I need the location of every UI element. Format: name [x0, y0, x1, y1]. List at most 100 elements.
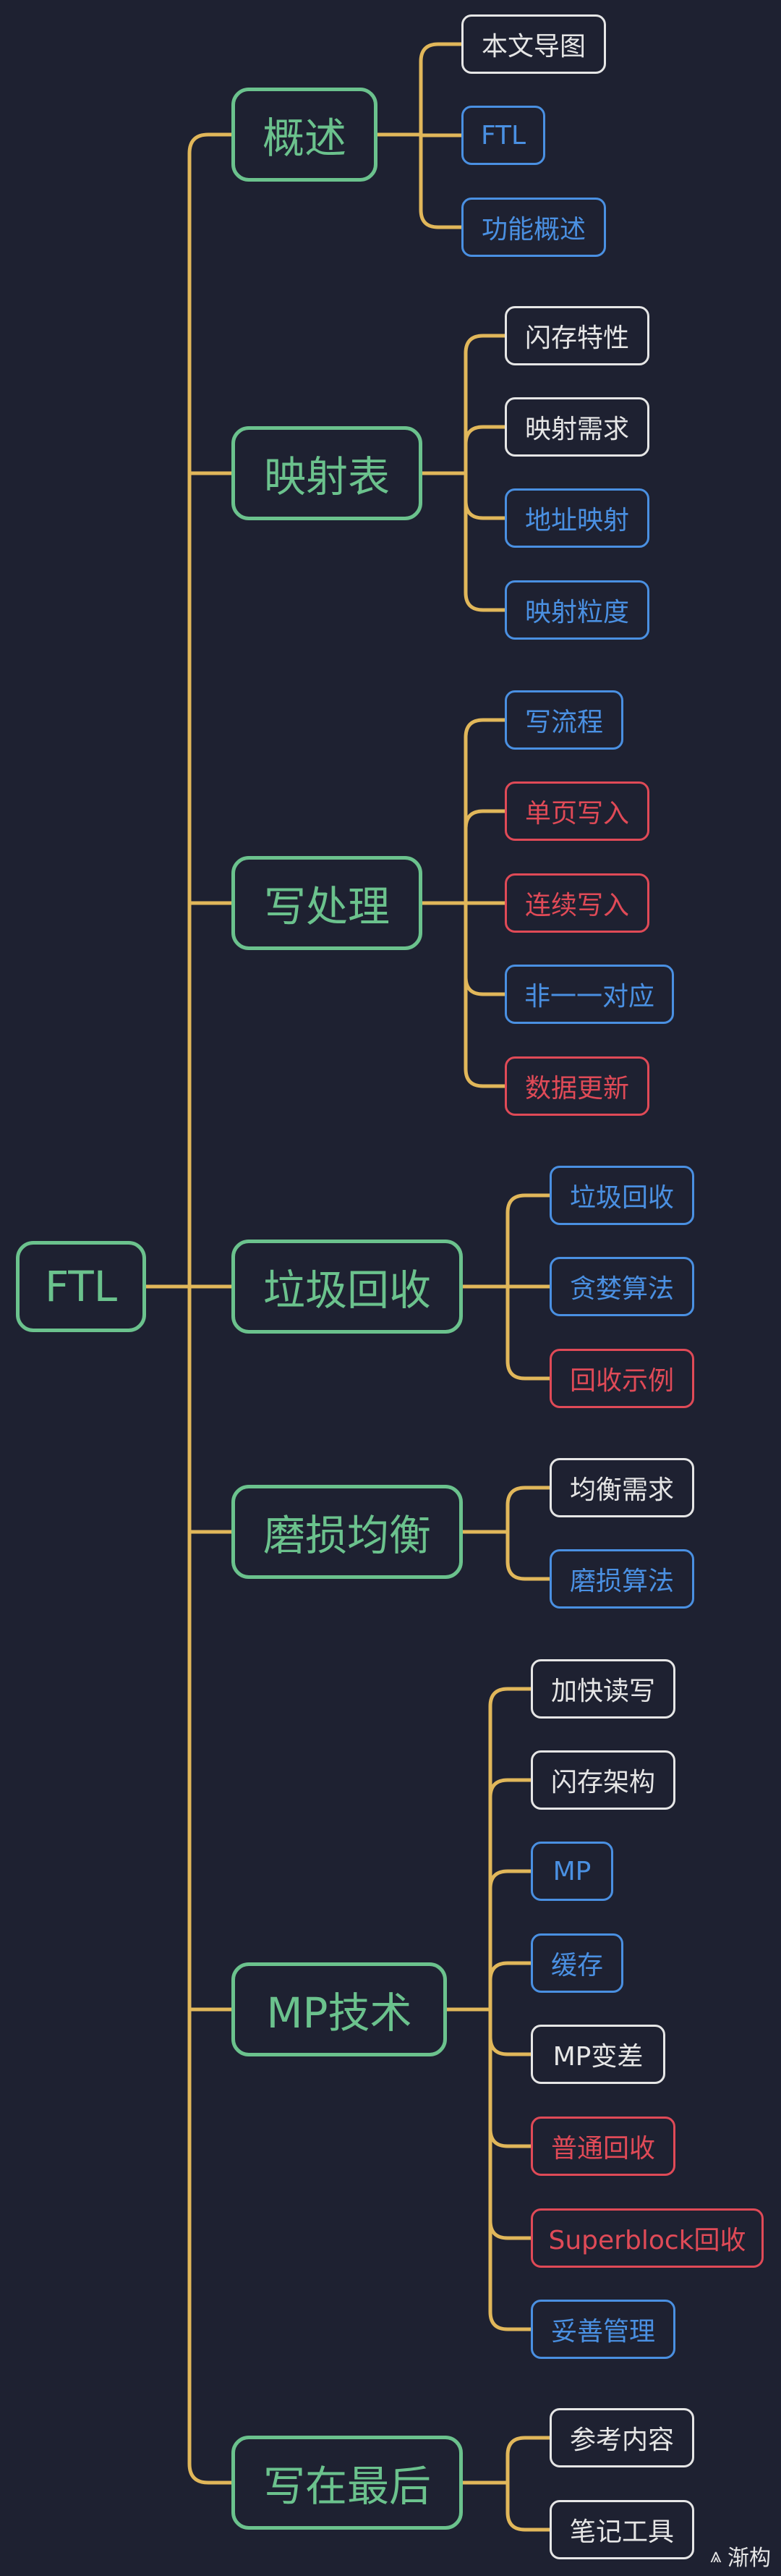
leaf-node[interactable]: 贪婪算法 — [550, 1257, 694, 1316]
leaf-label: 单页写入 — [524, 799, 629, 829]
leaf-label: FTL — [480, 120, 526, 151]
leaf-node[interactable]: Superblock回收 — [531, 2208, 764, 2268]
branch-label: 写处理 — [263, 882, 390, 931]
leaf-label: 缓存 — [550, 1951, 603, 1980]
connector-leaf — [488, 1961, 531, 2009]
connector-leaf — [488, 1778, 531, 2009]
leaf-label: 均衡需求 — [569, 1475, 674, 1505]
branch-label: 磨损均衡 — [263, 1511, 431, 1560]
leaf-node[interactable]: MP变差 — [531, 2025, 665, 2084]
branch-write-handling[interactable]: 写处理 — [231, 856, 422, 950]
branch-overview[interactable]: 概述 — [231, 88, 377, 182]
connector-leaf — [505, 2436, 550, 2483]
leaf-node[interactable]: 妥善管理 — [531, 2300, 675, 2359]
leaf-label: 笔记工具 — [569, 2517, 674, 2547]
leaf-node[interactable]: 闪存架构 — [531, 1750, 675, 1810]
connector-leaf — [505, 1486, 550, 1532]
branch-label: 垃圾回收 — [263, 1266, 431, 1315]
leaf-label: 磨损算法 — [569, 1567, 674, 1596]
watermark: ⩓ 渐构 — [710, 2540, 771, 2572]
branch-label: 写在最后 — [263, 2462, 431, 2511]
leaf-label: 妥善管理 — [550, 2317, 655, 2347]
leaf-node[interactable]: 加快读写 — [531, 1659, 675, 1719]
branch-mp-tech[interactable]: MP技术 — [231, 1962, 447, 2056]
leaf-label: 映射需求 — [524, 415, 629, 444]
branch-label: MP技术 — [266, 1988, 412, 2038]
leaf-label: 连续写入 — [524, 891, 629, 920]
leaf-node[interactable]: 地址映射 — [505, 488, 649, 548]
leaf-node[interactable]: 功能概述 — [461, 198, 606, 257]
connector-leaf — [464, 903, 505, 996]
connector-leaf — [464, 718, 505, 903]
leaf-node[interactable]: 笔记工具 — [550, 2500, 694, 2559]
leaf-node[interactable]: 磨损算法 — [550, 1549, 694, 1609]
leaf-node[interactable]: 回收示例 — [550, 1349, 694, 1408]
leaf-label: 闪存架构 — [550, 1768, 655, 1797]
leaf-label: 非一一对应 — [524, 982, 654, 1012]
connector-trunk-top — [187, 132, 231, 1287]
leaf-label: MP — [552, 1856, 592, 1886]
root-node[interactable]: FTL — [16, 1241, 146, 1332]
watermark-label: 渐构 — [727, 2546, 771, 2571]
leaf-node[interactable]: 连续写入 — [505, 873, 649, 933]
leaf-node[interactable]: 非一一对应 — [505, 965, 674, 1024]
branch-label: 映射表 — [263, 452, 390, 501]
leaf-node[interactable]: 映射需求 — [505, 397, 649, 457]
leaf-node[interactable]: 数据更新 — [505, 1056, 649, 1116]
connector-leaf — [488, 2009, 531, 2056]
leaf-node[interactable]: 垃圾回收 — [550, 1166, 694, 1225]
connector-leaf — [488, 2009, 531, 2331]
leaf-node[interactable]: 均衡需求 — [550, 1458, 694, 1517]
leaf-label: 回收示例 — [569, 1366, 674, 1396]
leaf-label: MP变差 — [552, 2042, 644, 2072]
mountain-logo-icon: ⩓ — [710, 2543, 722, 2567]
connector-leaf — [488, 1869, 531, 2009]
leaf-node[interactable]: 单页写入 — [505, 781, 649, 841]
connector-leaf — [488, 2009, 531, 2148]
connector-leaf — [419, 135, 461, 229]
connector-leaf — [505, 1193, 550, 1287]
leaf-node[interactable]: 缓存 — [531, 1933, 623, 1993]
connector-leaf — [419, 42, 461, 135]
branch-mapping-table[interactable]: 映射表 — [231, 426, 422, 520]
connector-leaf — [488, 2009, 531, 2240]
leaf-label: 本文导图 — [481, 32, 586, 62]
leaf-label: 写流程 — [524, 708, 603, 737]
leaf-node[interactable]: 映射粒度 — [505, 580, 649, 640]
root-label: FTL — [44, 1262, 118, 1311]
leaf-label: Superblock回收 — [548, 2226, 746, 2255]
connector-leaf — [505, 1532, 550, 1581]
leaf-node[interactable]: 参考内容 — [550, 2408, 694, 2467]
branch-garbage-collection[interactable]: 垃圾回收 — [231, 1240, 463, 1334]
branch-wear-leveling[interactable]: 磨损均衡 — [231, 1485, 463, 1579]
leaf-label: 普通回收 — [550, 2134, 655, 2164]
leaf-label: 垃圾回收 — [569, 1183, 674, 1213]
connector-leaf — [464, 473, 505, 612]
connector-leaf — [464, 334, 505, 473]
connector-leaf — [464, 425, 505, 473]
connector-leaf — [505, 2483, 550, 2532]
leaf-label: 映射粒度 — [524, 598, 629, 627]
leaf-node[interactable]: FTL — [461, 106, 545, 165]
leaf-label: 地址映射 — [524, 506, 629, 535]
leaf-node[interactable]: 普通回收 — [531, 2117, 675, 2176]
leaf-node[interactable]: 写流程 — [505, 690, 623, 750]
leaf-label: 功能概述 — [481, 215, 586, 245]
leaf-label: 加快读写 — [550, 1677, 655, 1706]
connector-leaf — [488, 1687, 531, 2009]
leaf-label: 参考内容 — [569, 2425, 674, 2455]
leaf-node[interactable]: 本文导图 — [461, 14, 606, 74]
connector-trunk-bottom — [187, 1287, 231, 2485]
leaf-label: 贪婪算法 — [569, 1274, 674, 1304]
branch-label: 概述 — [262, 114, 346, 163]
connector-leaf — [505, 1287, 550, 1381]
leaf-node[interactable]: 闪存特性 — [505, 306, 649, 365]
connector-leaf — [464, 903, 505, 1088]
leaf-label: 数据更新 — [524, 1074, 629, 1103]
connector-leaf — [464, 473, 505, 520]
leaf-node[interactable]: MP — [531, 1842, 613, 1901]
branch-final-words[interactable]: 写在最后 — [231, 2436, 463, 2530]
connector-leaf — [464, 809, 505, 903]
leaf-label: 闪存特性 — [524, 323, 629, 353]
